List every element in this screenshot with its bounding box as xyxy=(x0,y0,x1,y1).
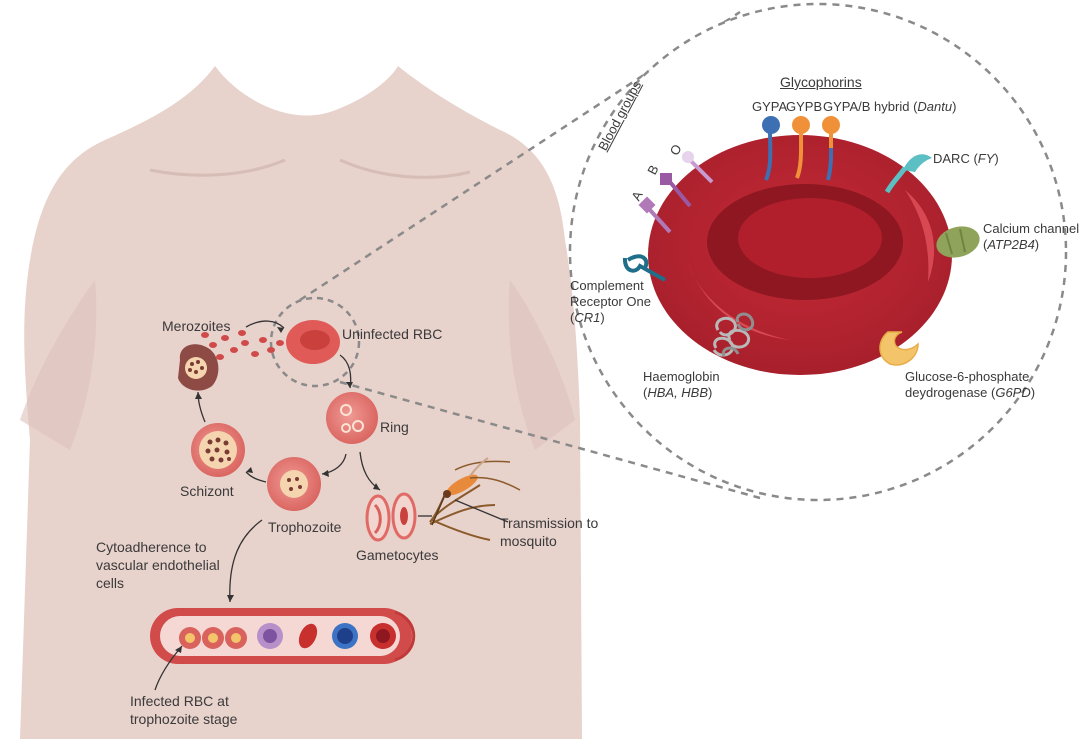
complement-suffix: ) xyxy=(600,310,605,325)
calcium-line2: (ATP2B4) xyxy=(983,237,1079,253)
big-rbc-center xyxy=(738,198,882,278)
gametocyte-2 xyxy=(391,492,417,540)
label-cytoadherence: Cytoadherence to vascular endothelial ce… xyxy=(96,538,220,592)
label-gypab-hybrid: GYPA/B hybrid (Dantu) xyxy=(823,99,956,115)
label-cyto-line1: Cytoadherence to xyxy=(96,539,207,555)
label-transmission-line2: mosquito xyxy=(500,533,557,549)
label-merozoites: Merozoites xyxy=(162,318,231,334)
darc-protein xyxy=(884,154,932,194)
ring-parasite-3 xyxy=(341,423,351,433)
gametocyte-1 xyxy=(365,494,391,542)
adhered-infected-rbcs xyxy=(179,627,247,649)
label-infected-line1: Infected RBC at xyxy=(130,693,229,709)
schizont-nuclei xyxy=(205,437,231,463)
g6pd-italic: G6PD xyxy=(995,385,1031,400)
torso-shading-right xyxy=(508,280,575,450)
gypa-protein xyxy=(762,116,780,181)
g6pd-line2: deydrogenase (G6PD) xyxy=(905,385,1035,401)
label-infected-line2: trophozoite stage xyxy=(130,711,238,727)
g6pd-line1: Glucose-6-phosphate xyxy=(905,369,1030,384)
haemoglobin-suffix: ) xyxy=(708,385,713,400)
gypab-hybrid-protein xyxy=(822,116,840,181)
label-haemoglobin: Haemoglobin (HBA, HBB) xyxy=(643,369,720,401)
darc-prefix: DARC ( xyxy=(933,151,978,166)
bursting-schizont xyxy=(178,344,219,391)
arrow-merozoites-to-rbc xyxy=(245,320,285,329)
ring-stage-rbc xyxy=(326,392,378,444)
lymphocyte xyxy=(332,623,358,649)
g6pd-prefix: deydrogenase ( xyxy=(905,385,996,400)
calcium-channel xyxy=(936,226,980,258)
haemoglobin-italic: HBA, HBB xyxy=(647,385,709,400)
arrow-trophozoite-to-schizont xyxy=(245,471,267,483)
label-cyto-line2: vascular endothelial xyxy=(96,557,220,573)
blood-group-o-antigen xyxy=(682,151,714,184)
uninfected-rbc-center xyxy=(300,330,330,350)
label-ring: Ring xyxy=(380,419,409,435)
label-uninfected-rbc: Uninfected RBC xyxy=(342,326,443,342)
blood-group-a-antigen xyxy=(638,196,672,234)
mosquito xyxy=(429,457,521,541)
label-gypa: GYPA xyxy=(752,99,788,114)
gypab-suffix: ) xyxy=(952,99,957,114)
label-gametocytes: Gametocytes xyxy=(356,547,439,563)
complement-prefix: ( xyxy=(570,310,575,325)
label-darc: DARC (FY) xyxy=(933,151,999,167)
haemoglobin-line1: Haemoglobin xyxy=(643,369,720,384)
calcium-line1: Calcium channel xyxy=(983,221,1080,236)
trophozoite-pigment xyxy=(287,477,302,491)
vessel-rbc-2 xyxy=(370,623,396,649)
collarbone-right xyxy=(339,158,471,179)
g6pd-suffix: ) xyxy=(1030,385,1036,400)
label-gypb: GYPB xyxy=(786,99,823,114)
trophozoite-parasite xyxy=(280,470,308,498)
complement-italic: CR1 xyxy=(574,310,601,325)
darc-italic: FY xyxy=(977,151,995,166)
arrow-transmission-pointer xyxy=(454,499,509,523)
label-schizont: Schizont xyxy=(180,483,234,499)
arrow-heads xyxy=(175,327,380,653)
haemoglobin xyxy=(712,312,755,357)
darc-suffix: ) xyxy=(994,151,999,166)
complement-line2: Receptor One xyxy=(570,294,651,309)
gypb-protein xyxy=(792,116,810,179)
zoom-line-top xyxy=(299,10,741,302)
blood-group-b-antigen xyxy=(660,173,692,208)
complement-receptor-one xyxy=(622,254,666,282)
label-infected-rbc: Infected RBC at trophozoite stage xyxy=(130,692,237,728)
label-complement-receptor: Complement Receptor One (CR1) xyxy=(570,278,651,326)
haemoglobin-prefix: ( xyxy=(643,385,648,400)
label-trophozoite: Trophozoite xyxy=(268,519,342,535)
arrow-trophozoite-to-vessel xyxy=(229,519,263,603)
calcium-prefix: ( xyxy=(983,237,988,252)
label-calcium-channel: Calcium channel (ATP2B4) xyxy=(983,221,1079,253)
complement-line3: (CR1) xyxy=(570,310,651,326)
calcium-suffix: ) xyxy=(1034,237,1040,252)
ring-parasite-2 xyxy=(352,420,364,432)
ring-parasite-1 xyxy=(340,404,352,416)
rbc-highlight-right xyxy=(905,190,935,282)
label-g6pd: Glucose-6-phosphate deydrogenase (G6PD) xyxy=(905,369,1035,401)
label-transmission-line1: Transmission to xyxy=(500,515,599,531)
vessel-rbc-1 xyxy=(298,623,318,649)
calcium-italic: ATP2B4 xyxy=(987,237,1035,252)
torso-shading xyxy=(20,280,97,450)
gypab-italic: Dantu xyxy=(917,99,953,114)
monocyte xyxy=(257,623,283,649)
focus-circle xyxy=(269,296,361,388)
complement-line1: Complement xyxy=(570,278,644,293)
gypab-prefix: GYPA/B hybrid ( xyxy=(823,99,918,114)
label-transmission: Transmission to mosquito xyxy=(500,514,598,550)
label-cyto-line3: cells xyxy=(96,575,125,591)
collarbone-left xyxy=(149,158,286,177)
g6pd-enzyme xyxy=(879,331,919,366)
label-glycophorins: Glycophorins xyxy=(780,74,862,90)
haemoglobin-line2: (HBA, HBB) xyxy=(643,385,720,401)
human-torso xyxy=(20,66,582,739)
merozoite-stream xyxy=(201,330,284,360)
